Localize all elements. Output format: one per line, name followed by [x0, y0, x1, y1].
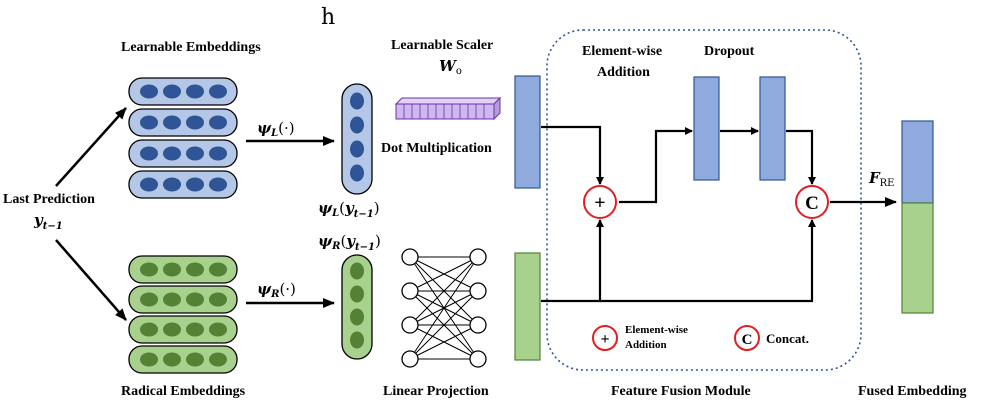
psi-l-output-label: ψL(yt−1)	[318, 199, 380, 220]
feature-fusion-module-box	[546, 29, 862, 371]
radical-embedding-row	[128, 255, 238, 284]
legend-concat-circle	[734, 325, 760, 351]
fused-embedding-blue-part	[901, 120, 934, 204]
legend-addition-line1: Element-wise	[625, 324, 688, 336]
linear-projection-network	[401, 248, 487, 368]
learnable-scaler-bar	[394, 96, 502, 121]
legend-plus-circle	[592, 325, 618, 351]
radical-embeddings-label: Radical Embeddings	[121, 384, 246, 399]
projected-feature-block	[514, 252, 541, 361]
dropout-block-2	[759, 76, 786, 181]
learnable-embeddings-label: Learnable Embeddings	[121, 40, 261, 55]
learnable-embeddings-stack	[128, 77, 238, 199]
legend-addition-line2: Addition	[625, 339, 667, 351]
radical-embedding-row	[128, 285, 238, 314]
arrow-scaled-to-add	[541, 125, 604, 185]
learnable-embedding-row	[128, 108, 238, 137]
psi-r-output-label: ψR(yt−1)	[318, 232, 381, 253]
learnable-scaler-label: Learnable Scaler	[391, 38, 493, 53]
legend-concat-symbol: C	[742, 332, 753, 348]
fused-embedding-label: Fused Embedding	[858, 384, 967, 399]
stray-text: h	[321, 5, 335, 30]
psi-r-output-vector	[341, 254, 373, 360]
dot-multiplication-label: Dot Multiplication	[381, 141, 492, 156]
fused-embedding-green-part	[901, 202, 934, 314]
element-wise-addition-operator: +	[583, 185, 617, 219]
legend: + Element-wise Addition C Concat.	[592, 324, 809, 351]
psi-l-function-label: ψL(·)	[257, 119, 295, 139]
arrow-add-to-dropout	[619, 127, 693, 204]
element-wise-addition-title-line2: Addition	[597, 65, 650, 80]
arrow-projected-to-add	[541, 219, 604, 303]
dropout-block-1	[693, 76, 720, 181]
learnable-embedding-row	[128, 170, 238, 199]
arrow-projected-to-concat	[600, 219, 816, 303]
psi-l-output-vector	[341, 83, 373, 195]
element-wise-addition-title-line1: Element-wise	[582, 44, 662, 59]
scaled-feature-block	[514, 75, 541, 189]
learnable-embedding-row	[128, 77, 238, 106]
legend-plus-symbol: +	[600, 331, 609, 348]
psi-r-function-label: ψR(·)	[257, 280, 296, 300]
radical-embedding-row	[128, 315, 238, 344]
dropout-label: Dropout	[704, 44, 755, 59]
plus-symbol: +	[594, 192, 605, 214]
f-re-symbol: FRE	[868, 169, 895, 189]
legend-concat-label: Concat.	[766, 331, 809, 346]
arrow-to-radical	[55, 239, 127, 321]
concat-symbol: C	[805, 193, 819, 214]
last-prediction-label: Last Prediction	[3, 192, 95, 207]
y-prev-symbol: yt−1	[33, 211, 63, 232]
linear-projection-label: Linear Projection	[383, 384, 489, 399]
w-o-symbol: Wo	[439, 57, 462, 77]
concat-operator: C	[795, 185, 829, 219]
radical-embedding-row	[128, 345, 238, 374]
feature-fusion-module-label: Feature Fusion Module	[611, 384, 751, 399]
arrow-dropout-to-concat	[786, 129, 816, 185]
radical-embeddings-stack	[128, 255, 238, 374]
arrow-to-learnable	[55, 107, 127, 187]
learnable-embedding-row	[128, 139, 238, 168]
